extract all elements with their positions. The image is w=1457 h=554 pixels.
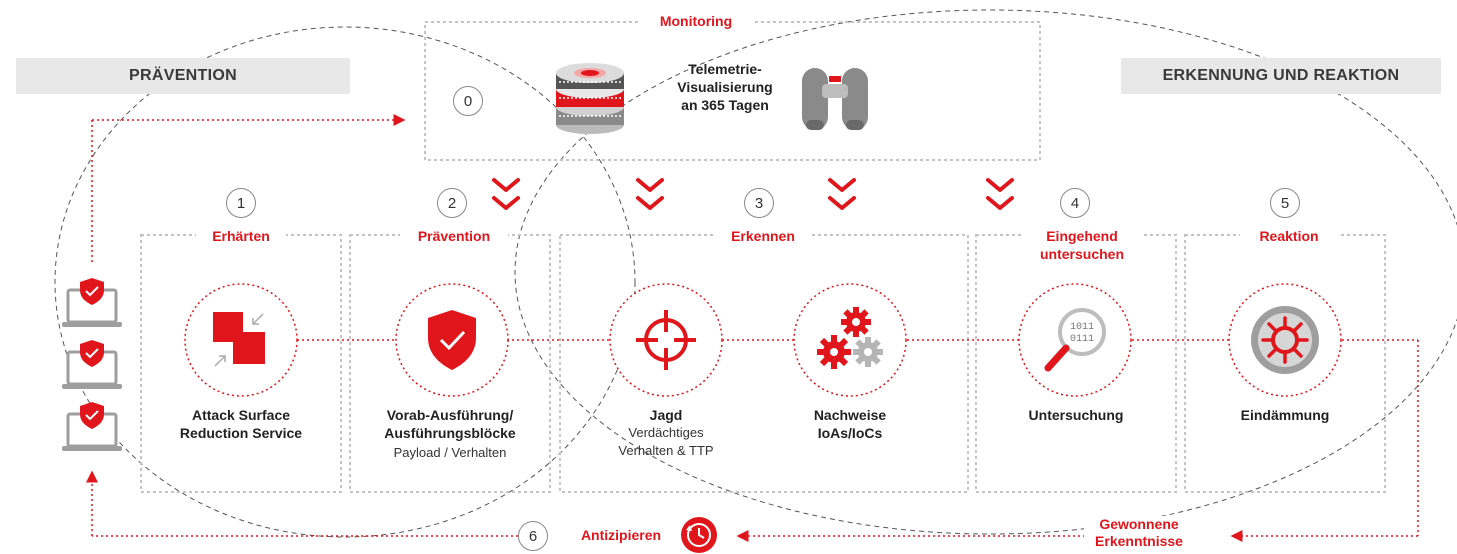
- label-pre-execution: Vorab-Ausführung/Ausführungsblöcke Paylo…: [384, 407, 516, 460]
- telemetry-text: Telemetrie- Visualisierung an 365 Tagen: [677, 61, 773, 113]
- virus-icon: [1251, 306, 1319, 374]
- svg-text:1011: 1011: [1070, 322, 1094, 333]
- stage-title-2: Prävention: [400, 227, 508, 245]
- binoculars-icon: [802, 68, 868, 130]
- step-number-3: 3: [744, 188, 774, 218]
- banner-prevention: PRÄVENTION: [16, 58, 350, 94]
- monitoring-title: Monitoring: [640, 12, 752, 30]
- stage-title-1: Erhärten: [196, 227, 286, 245]
- label-investigation: Untersuchung: [1028, 407, 1124, 423]
- crosshair-icon: [636, 310, 696, 370]
- lessons-learned-label: Gewonnene Erkenntnisse: [1084, 516, 1194, 550]
- laptop-shield-icon: [62, 278, 122, 451]
- banner-detection-response: ERKENNUNG UND REAKTION: [1121, 58, 1441, 94]
- prevention-ellipse: [54, 26, 636, 538]
- step-number-1: 1: [226, 188, 256, 218]
- svg-text:0111: 0111: [1070, 334, 1094, 345]
- stage-title-4: Eingehend untersuchen: [1022, 227, 1142, 263]
- clock-icon: [681, 517, 717, 553]
- step-number-2: 2: [437, 188, 467, 218]
- stage-title-5: Reaktion: [1240, 227, 1338, 245]
- shrink-squares-icon: [213, 312, 265, 367]
- server-icon: [556, 63, 624, 134]
- magnifier-binary-icon: 1011 0111: [1044, 308, 1106, 372]
- label-containment: Eindämmung: [1240, 407, 1330, 423]
- anticipate-label: Antizipieren: [566, 527, 676, 544]
- stage-title-3: Erkennen: [714, 227, 812, 245]
- chevron-down-icon: [492, 178, 1014, 210]
- label-hunt: Jagd Verdächtiges Verhalten & TTP: [618, 407, 714, 458]
- step-number-4: 4: [1060, 188, 1090, 218]
- step-number-6: 6: [518, 521, 548, 551]
- step-number-5: 5: [1270, 188, 1300, 218]
- step-number-0: 0: [453, 86, 483, 116]
- detection-ellipse: [514, 9, 1457, 535]
- shield-check-icon: [428, 310, 476, 370]
- gears-icon: [817, 307, 883, 369]
